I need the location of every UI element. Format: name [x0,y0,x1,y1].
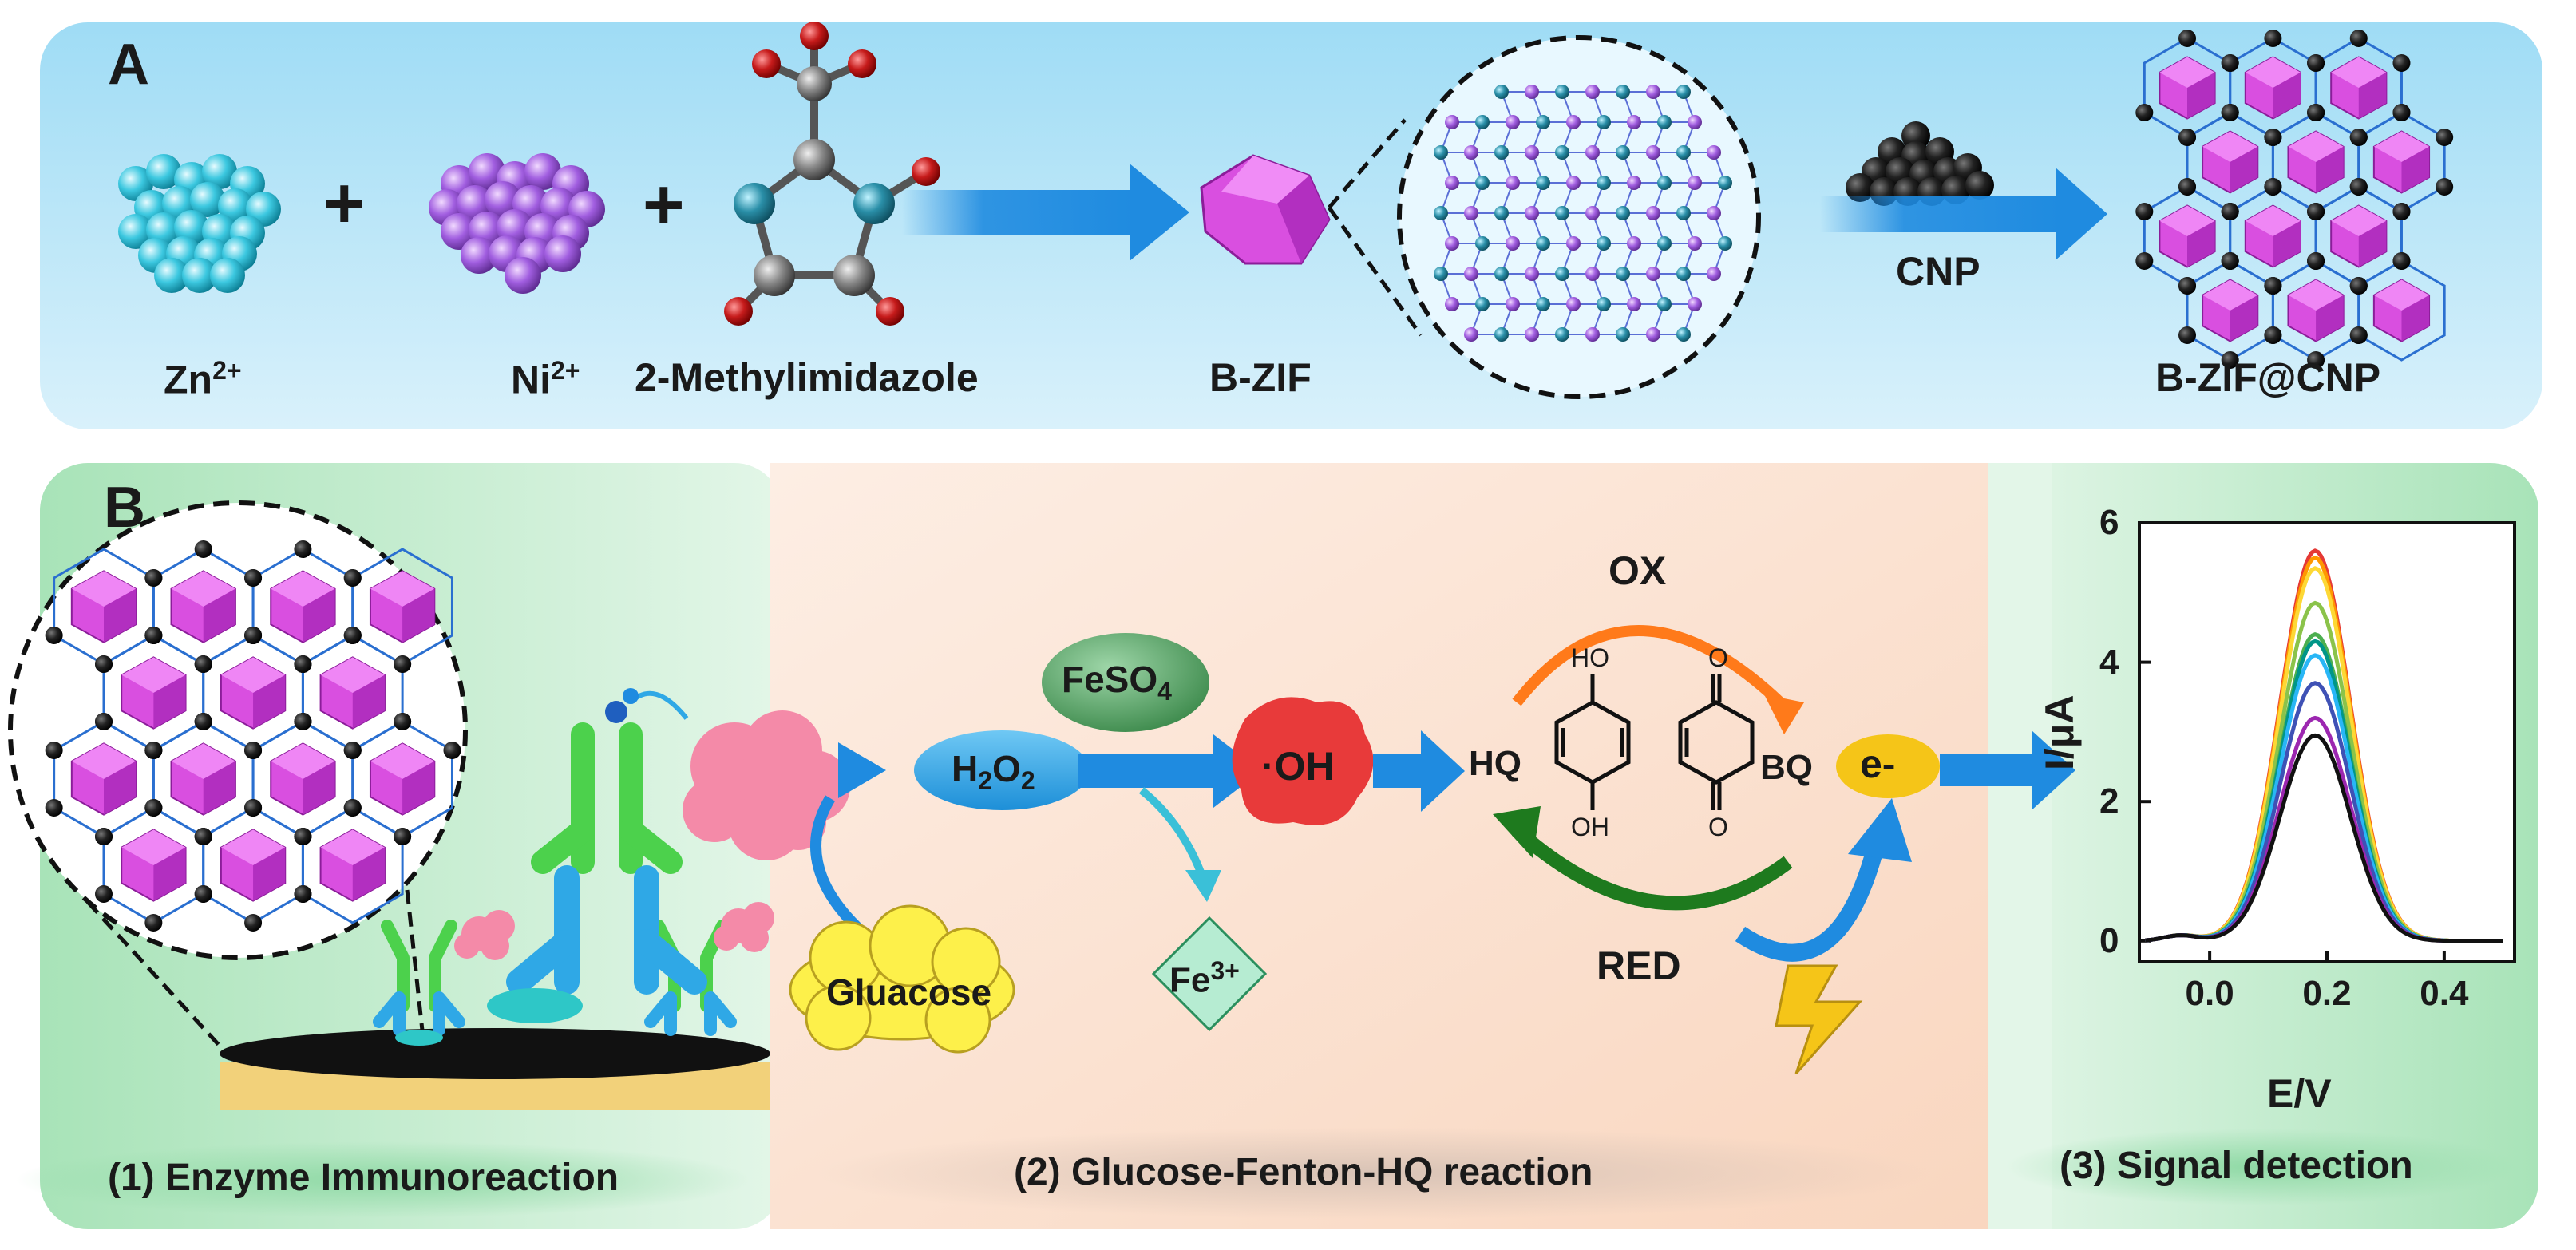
ni-cluster [429,153,605,294]
red-arrow [1512,825,1793,911]
dpv-chart [2138,521,2516,963]
hq-oh-label: OH [1571,813,1609,841]
hq-ho-label: HO [1571,643,1609,672]
zn-label: Zn2+ [164,356,242,402]
y-tick-label: 6 [2099,503,2119,542]
bzif-label: B-ZIF [1209,355,1312,400]
electrode [220,1028,770,1110]
zoom-network-left [45,540,461,932]
feso4-badge [1042,633,1209,732]
chart-frame [2138,521,2516,963]
electron-badge [1836,734,1940,798]
hydroquinone-structure [1554,674,1631,810]
bq-o-top-label: O [1708,643,1728,672]
electron-arrow [1735,844,1885,962]
product-label: B-ZIF@CNP [2155,355,2381,400]
dpv-curve [2145,733,2503,943]
y-tick-label: 4 [2099,642,2119,682]
y-tick-label: 2 [2099,781,2119,821]
step3-label-bg [2006,1129,2517,1205]
step2-label-bg [814,1127,1932,1220]
step1-label: (1) Enzyme Immunoreaction [108,1157,619,1199]
oh-radical-blob [1232,697,1374,825]
cnp-arrow [1820,168,2107,260]
bzif-crystal [1200,154,1331,265]
bzif-lattice [1434,85,1732,342]
bzif-cnp-network [2135,30,2454,369]
feso4-label: FeSO4 [1062,659,1172,706]
x-tick-label: 0.4 [2420,974,2469,1013]
bq-o-bottom-label: O [1708,813,1728,841]
large-antibody [487,688,707,1023]
red-label: RED [1597,943,1681,988]
panel-a-letter: A [108,33,149,97]
ox-arrow [1512,625,1784,707]
fe3-label: Fe3+ [1169,956,1240,1000]
bq-label: BQ [1760,748,1813,787]
ox-label: OX [1609,548,1667,593]
small-enzyme-right [714,902,774,952]
step2-label: (2) Glucose-Fenton-HQ reaction [1014,1151,1593,1193]
ligand-label: 2-Methylimidazole [635,355,979,400]
electron-label: e- [1860,742,1896,786]
plus-sign-1: + [323,164,366,243]
step3-label: (3) Signal detection [2060,1145,2413,1187]
glucose-cloud [789,904,1015,1054]
panel-b-letter: B [104,476,145,540]
glucose-label: Gluacose [826,971,992,1013]
arrow-enzyme-to-h2o2 [838,742,886,798]
plus-sign-2: + [643,165,685,245]
small-enzyme-left [454,910,515,960]
cnp-label: CNP [1896,249,1980,294]
lightning-icon [1775,964,1863,1074]
benzoquinone-structure [1678,674,1755,810]
zn-cluster [118,154,281,293]
hq-label: HQ [1469,744,1521,783]
panel-b-middle-background [770,463,2000,1229]
step1-label-bg [16,1141,750,1218]
chart-xlabel: E/V [2267,1071,2332,1116]
x-tick-label: 0.0 [2185,974,2234,1013]
oh-radical-label: ·OH [1261,744,1335,789]
methylimidazole-molecule [724,22,940,326]
h2o2-badge [914,730,1090,810]
synthesis-arrow [902,164,1189,261]
y-tick-label: 0 [2099,920,2119,960]
fe3-badge [1151,916,1268,1032]
chart-ylabel: I/μA [2037,694,2082,770]
ni-label: Ni2+ [511,356,580,402]
h2o2-label: H2O2 [952,748,1035,796]
x-tick-label: 0.2 [2302,974,2352,1013]
small-antibody-left [373,920,465,1046]
